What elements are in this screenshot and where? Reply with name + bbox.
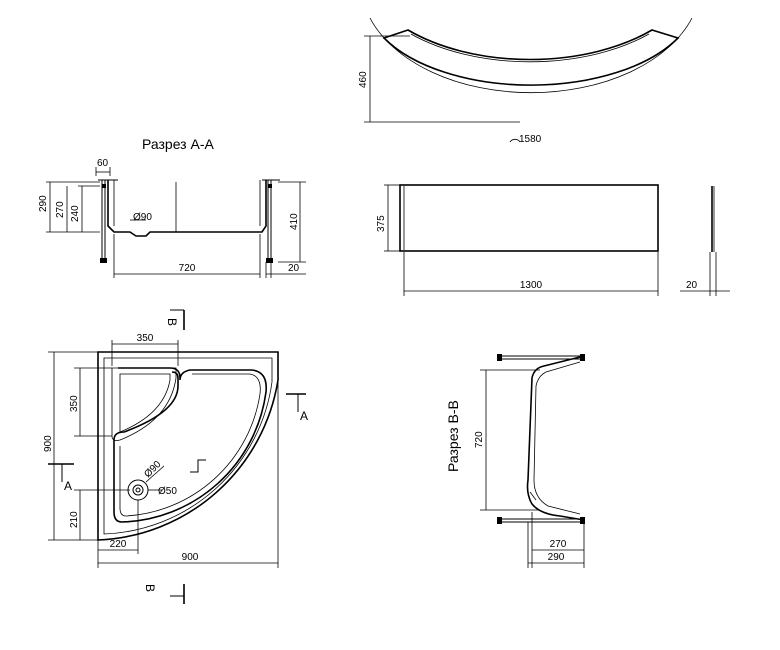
section-bb-dimensions: 720 270 290 [474,369,585,568]
marker-a-right: A [300,409,308,423]
slope-mark [190,459,206,473]
dim-bb-270: 270 [550,539,567,550]
section-aa-legs [98,179,280,263]
dim-bb-720: 720 [474,431,485,448]
section-bb-tray [526,355,585,521]
section-aa-title: Разрез A-A [142,136,214,152]
dim-20-side: 20 [686,280,698,291]
dim-1300: 1300 [520,280,543,291]
dim-plan-drain-50: Ø50 [158,486,177,497]
section-aa: Разрез A-A 60 290 [38,136,306,278]
dim-1580: 1580 [519,134,542,145]
dim-drain-90: Ø90 [133,212,152,223]
dim-210: 210 [69,511,80,528]
dim-bb-290: 290 [548,552,565,563]
dim-410: 410 [289,213,300,230]
plan-drain [127,479,149,501]
section-bb: Разрез B-B 720 270 290 [445,354,585,568]
marker-b-bottom: B [143,584,157,592]
section-aa-dimensions: 60 290 270 240 410 720 20 Ø90 [38,158,306,278]
plan-basin [113,367,268,523]
marker-b-top: B [165,318,179,326]
dim-290: 290 [38,195,49,212]
dim-270: 270 [55,201,66,218]
dim-60: 60 [97,158,109,169]
arc-panel: 460 1580 [358,17,693,145]
arc-panel-outer [382,29,680,86]
front-panel: 375 1300 20 [376,184,730,296]
section-aa-tray [107,180,267,237]
dim-375: 375 [376,215,387,232]
dim-240: 240 [70,205,81,222]
dim-350-left: 350 [69,395,80,412]
marker-a-left: A [64,479,72,493]
dim-900-bottom: 900 [182,552,199,563]
dim-350-top: 350 [137,333,154,344]
front-panel-body [399,184,659,252]
dim-20: 20 [288,263,300,274]
section-bb-title: Разрез B-B [445,400,461,472]
dim-plan-drain-90: Ø90 [142,459,163,480]
dim-460: 460 [358,71,369,88]
dim-720: 720 [179,263,196,274]
section-markers: B B A A [48,309,308,604]
dim-900-left: 900 [43,435,54,452]
dim-220: 220 [110,539,127,550]
plan-outline [97,351,279,541]
plan-dimensions: 350 350 900 210 220 900 [43,333,279,568]
plan-view: Ø90 Ø50 350 350 900 210 220 [43,309,308,604]
section-bb-legs [497,354,585,524]
